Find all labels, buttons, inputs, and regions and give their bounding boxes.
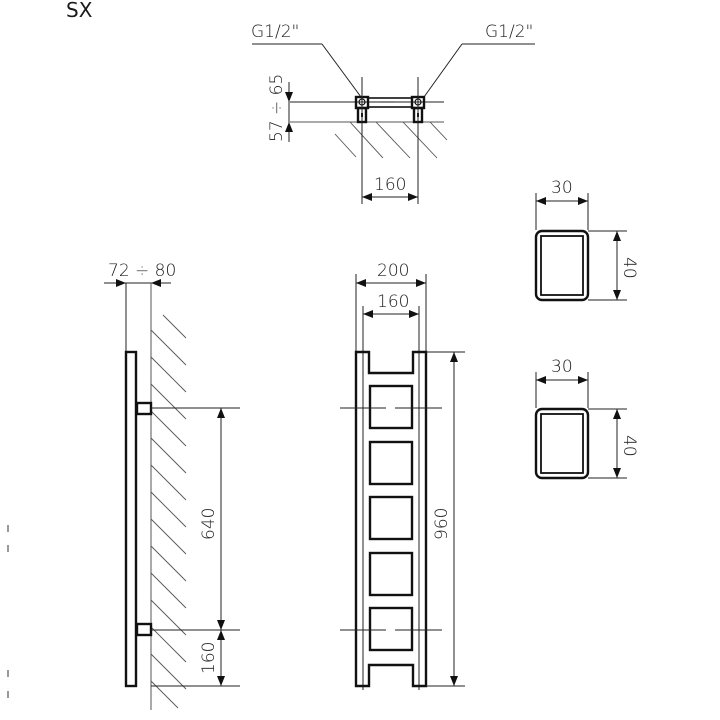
connection-spacing-label: 160 xyxy=(374,175,406,195)
profile-1-width-label: 30 xyxy=(551,178,573,198)
connection-label-left: G1/2" xyxy=(251,22,299,42)
side-view: 72 ÷ 80 xyxy=(104,261,240,710)
profile-2-height-label: 40 xyxy=(619,435,639,457)
axis-width-label: 160 xyxy=(377,292,409,312)
connection-label-right: G1/2" xyxy=(485,22,533,42)
bottom-offset-label: 160 xyxy=(199,642,219,674)
top-view: G1/2" G1/2" 57 ÷ 65 160 xyxy=(251,22,535,204)
height-label: 960 xyxy=(432,508,452,540)
front-view: 200 160 960 xyxy=(340,261,465,690)
bracket-spacing-label: 640 xyxy=(199,508,219,540)
profile-section-1: 30 40 xyxy=(534,178,639,302)
depth-label: 72 ÷ 80 xyxy=(108,261,176,281)
profile-section-2: 30 40 xyxy=(534,357,639,480)
product-title: SX xyxy=(66,0,93,22)
profile-1-height-label: 40 xyxy=(619,257,639,279)
profile-2-width-label: 30 xyxy=(551,357,573,377)
wall-distance-label: 57 ÷ 65 xyxy=(267,74,287,142)
total-width-label: 200 xyxy=(377,261,409,281)
